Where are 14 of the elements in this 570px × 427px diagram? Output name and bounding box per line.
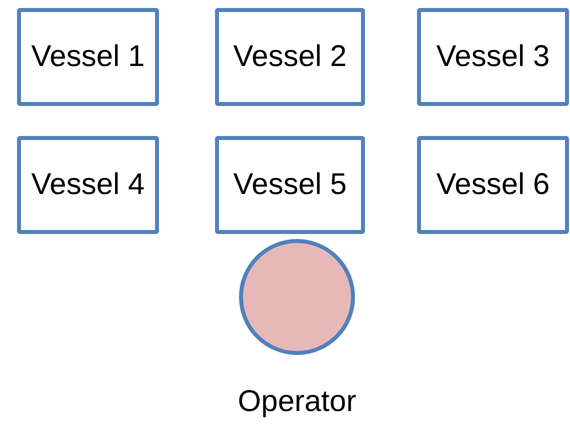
box-label: Vessel 6 xyxy=(436,168,550,202)
operator-circle xyxy=(239,239,355,355)
box-label: Vessel 5 xyxy=(233,168,347,202)
vessel-box xyxy=(17,8,159,106)
vessel-box xyxy=(417,136,569,234)
vessel-box xyxy=(417,8,569,106)
box-label: Vessel 2 xyxy=(233,40,347,74)
vessel-box xyxy=(215,8,365,106)
node-caption: Operator xyxy=(238,385,356,419)
box-label: Vessel 4 xyxy=(31,168,145,202)
vessel-box xyxy=(17,136,159,234)
vessel-box xyxy=(215,136,365,234)
box-label: Vessel 3 xyxy=(436,40,550,74)
box-label: Vessel 1 xyxy=(31,40,145,74)
